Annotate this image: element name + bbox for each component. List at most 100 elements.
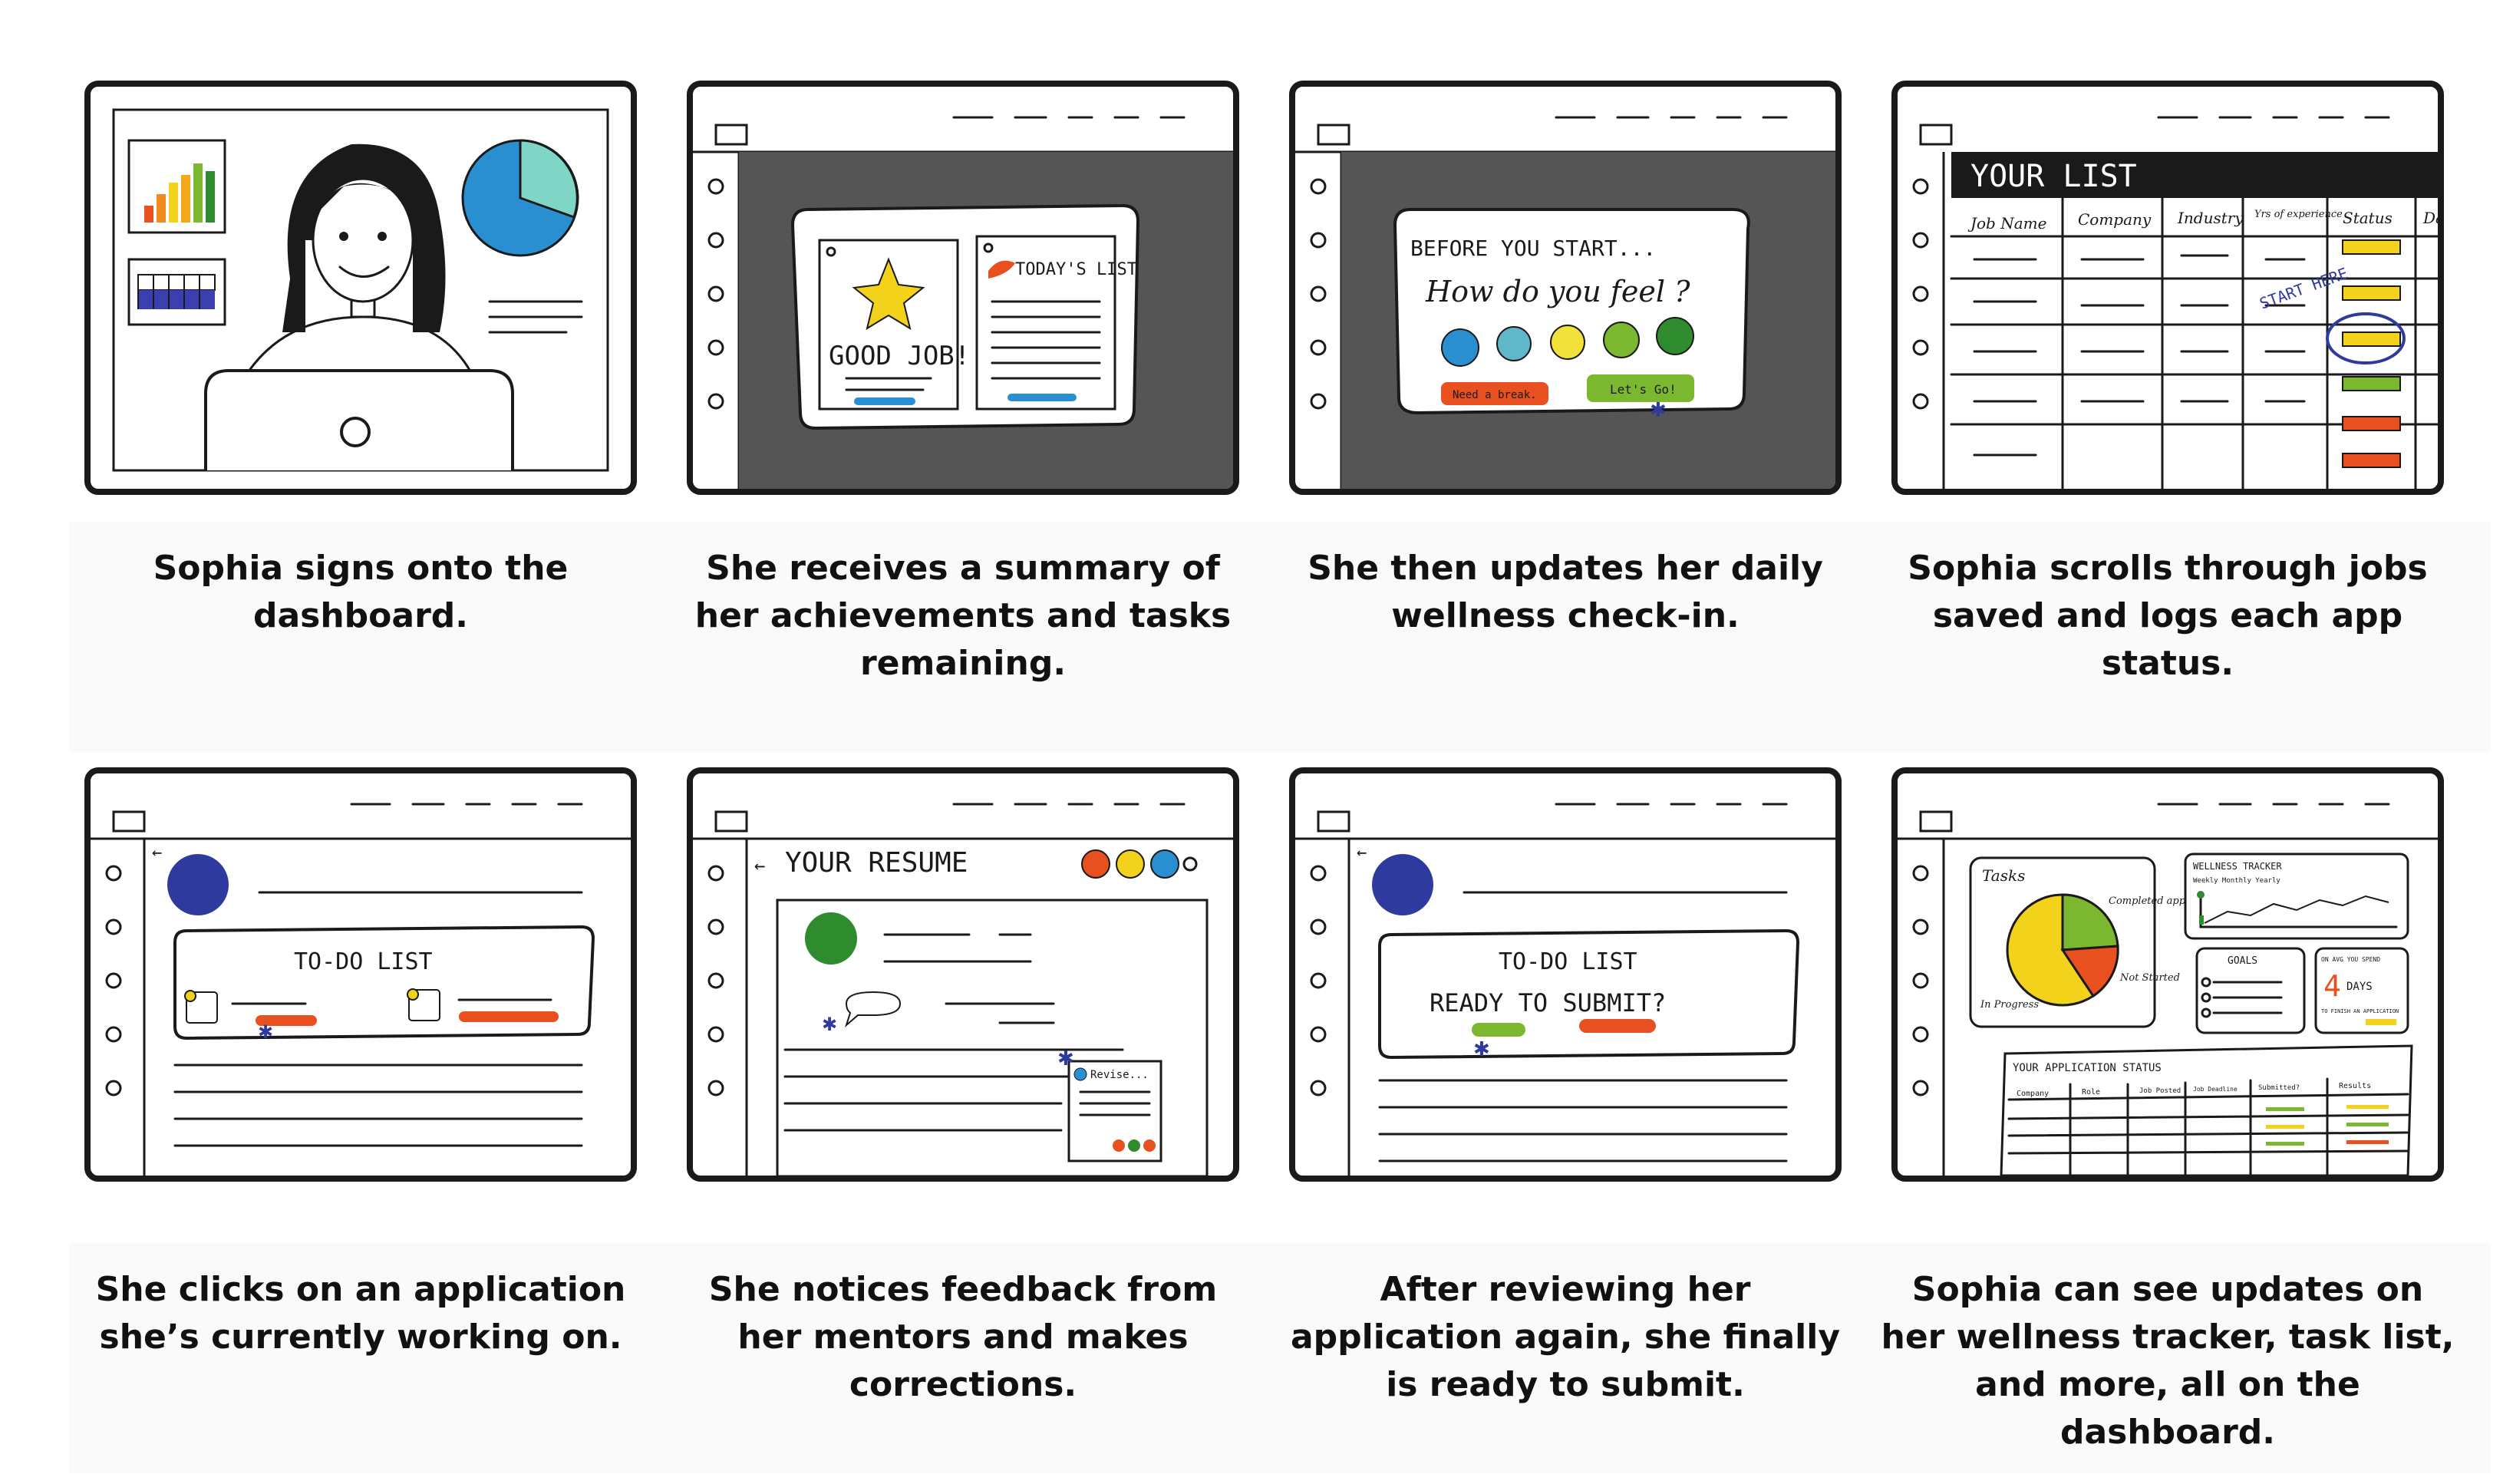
col-job-deadline: Job Deadline — [2193, 1086, 2238, 1093]
cursor-click-icon: ✱ — [1057, 1047, 1074, 1070]
col-status: Status — [2343, 209, 2393, 227]
mood-very-happy-icon — [1656, 317, 1694, 355]
panel-6-resume: ← YOUR RESUME ✱ Revise... ✱ — [687, 767, 1239, 1182]
panel-1-sign-on — [84, 81, 637, 495]
cursor-click-icon: ✱ — [822, 1014, 837, 1035]
yes-button[interactable] — [1472, 1023, 1525, 1037]
col-yrs-experience: Yrs of experience — [2254, 209, 2343, 220]
your-list-title: YOUR LIST — [1970, 159, 2137, 194]
resume-photo — [805, 912, 857, 965]
app-status-title: YOUR APPLICATION STATUS — [2013, 1062, 2162, 1074]
goals-widget[interactable]: GOALS — [2195, 947, 2306, 1034]
top-bar — [714, 116, 1186, 146]
comment-bubble-icon[interactable] — [844, 991, 902, 1028]
panel-8-sketch: Tasks Completed apps Not Started In Prog… — [1898, 803, 2438, 1176]
cursor-click-icon: ✱ — [1650, 399, 1667, 422]
todo-item-2[interactable] — [407, 988, 559, 1022]
caption-panel-8: Sophia can see updates on her wellness t… — [1881, 1270, 2455, 1452]
no-button[interactable] — [1579, 1019, 1656, 1033]
col-job-posted: Job Posted — [2139, 1087, 2181, 1095]
mentor-avatar-yellow[interactable] — [1116, 849, 1145, 879]
caption-panel-5: She clicks on an application she’s curre… — [95, 1270, 626, 1357]
mood-sad-icon — [1496, 326, 1532, 361]
list-column-headers: Job Name Company Industry Yrs of experie… — [1967, 209, 2438, 232]
mood-neutral-icon — [1550, 325, 1585, 360]
avg-days-line2: TO FINISH AN APPLICATION — [2321, 1008, 2399, 1014]
chevron-down-icon[interactable] — [1182, 856, 1198, 872]
wellness-tracker-title: WELLNESS TRACKER — [2193, 861, 2282, 872]
caption-panel-6: She notices feedback from her mentors an… — [708, 1270, 1218, 1404]
mentor-avatar-orange[interactable] — [1081, 849, 1110, 879]
col-company: Company — [2017, 1090, 2049, 1098]
todo-list-card — [173, 925, 595, 1040]
in-progress-label: In Progress — [1980, 999, 2039, 1011]
back-arrow-icon[interactable]: ← — [152, 843, 162, 862]
todo-title: TO-DO LIST — [294, 948, 433, 975]
mood-faces — [1441, 317, 1694, 367]
lets-go-button[interactable]: Let's Go! — [1587, 374, 1694, 402]
need-a-break-label: Need a break. — [1453, 389, 1537, 401]
sidebar-circles — [1310, 178, 1327, 410]
sidebar-circles — [1310, 865, 1327, 1097]
caption-band-bottom — [69, 1243, 2491, 1473]
col-role: Role — [2082, 1088, 2100, 1097]
caption-panel-7: After reviewing her application again, s… — [1290, 1270, 1841, 1404]
lets-go-label: Let's Go! — [1610, 382, 1677, 397]
your-resume-title: YOUR RESUME — [785, 847, 968, 879]
good-job-card: GOOD JOB! — [818, 239, 970, 411]
avg-days-word: DAYS — [2346, 981, 2373, 993]
tasks-title: Tasks — [1982, 866, 2025, 885]
panel-1-sketch — [112, 108, 609, 472]
panel-2-sketch: GOOD JOB! TODAY'S LIST — [693, 116, 1233, 489]
bar-chart-widget — [127, 139, 226, 234]
col-industry: Industry — [2177, 209, 2244, 227]
ready-to-submit-text: READY TO SUBMIT? — [1430, 988, 1666, 1017]
cursor-click-icon: ✱ — [1473, 1038, 1490, 1061]
todo-item-1[interactable]: ✱ — [184, 990, 317, 1043]
pie-chart-widget — [461, 139, 583, 334]
todays-list-card: TODAY'S LIST — [975, 235, 1137, 411]
status-dropdown-1 — [2342, 239, 2401, 255]
mentor-avatar-blue[interactable] — [1150, 849, 1179, 879]
todo-title: TO-DO LIST — [1499, 948, 1637, 975]
col-date: Dat — [2422, 209, 2438, 227]
status-dropdowns[interactable] — [2342, 239, 2401, 468]
application-status-widget[interactable]: YOUR APPLICATION STATUS Company Role Job… — [2000, 1044, 2413, 1176]
caption-panel-2: She receives a summary of her achievemen… — [694, 549, 1232, 683]
need-a-break-button[interactable]: Need a break. — [1441, 382, 1548, 405]
panel-5-sketch: ← TO-DO LIST ✱ — [91, 803, 631, 1176]
avatar — [167, 854, 229, 915]
not-started-label: Not Started — [2119, 972, 2180, 984]
caption-band-top — [69, 522, 2491, 752]
checklist-widget — [127, 258, 226, 326]
cursor-click-icon: ✱ — [258, 1021, 273, 1043]
mood-happy-icon — [1603, 322, 1640, 358]
status-dropdown-5 — [2342, 416, 2401, 431]
goals-title: GOALS — [2228, 955, 2257, 967]
tasks-widget[interactable]: Tasks Completed apps Not Started In Prog… — [1969, 856, 2191, 1028]
feedback-popup[interactable]: Revise... ✱ — [1057, 1047, 1162, 1162]
avg-days-number: 4 — [2323, 969, 2341, 1003]
wellness-tracker-widget[interactable]: WELLNESS TRACKER Weekly Monthly Yearly — [2184, 852, 2409, 940]
panel-3-wellness-checkin: BEFORE YOU START... How do you feel ? Ne… — [1289, 81, 1842, 495]
col-results: Results — [2339, 1082, 2371, 1090]
sidebar-circles — [707, 178, 724, 410]
highlight-circle — [2326, 312, 2406, 364]
sidebar-circles — [105, 865, 122, 1097]
list-header-bar — [1951, 152, 2438, 198]
status-dropdown-2 — [2342, 285, 2401, 301]
panel-5-application: ← TO-DO LIST ✱ — [84, 767, 637, 1182]
avg-days-widget: ON AVG YOU SPEND 4 DAYS TO FINISH AN APP… — [2314, 947, 2409, 1034]
panel-4-your-list: YOUR LIST Job Name Company Industry Yrs … — [1891, 81, 2444, 495]
sidebar-circles — [1912, 865, 1929, 1097]
revise-text: Revise... — [1090, 1069, 1149, 1081]
col-company: Company — [2078, 210, 2152, 229]
checkin-modal — [1393, 208, 1750, 415]
back-arrow-icon[interactable]: ← — [1357, 843, 1367, 862]
panel-6-sketch: ← YOUR RESUME ✱ Revise... ✱ — [693, 803, 1233, 1176]
caption-panel-4: Sophia scrolls through jobs saved and lo… — [1908, 549, 2428, 683]
tracker-period-tabs: Weekly Monthly Yearly — [2193, 877, 2280, 885]
back-arrow-icon[interactable]: ← — [754, 855, 765, 876]
caption-panel-1: Sophia signs onto the dashboard. — [153, 549, 569, 635]
panel-8-dashboard: Tasks Completed apps Not Started In Prog… — [1891, 767, 2444, 1182]
